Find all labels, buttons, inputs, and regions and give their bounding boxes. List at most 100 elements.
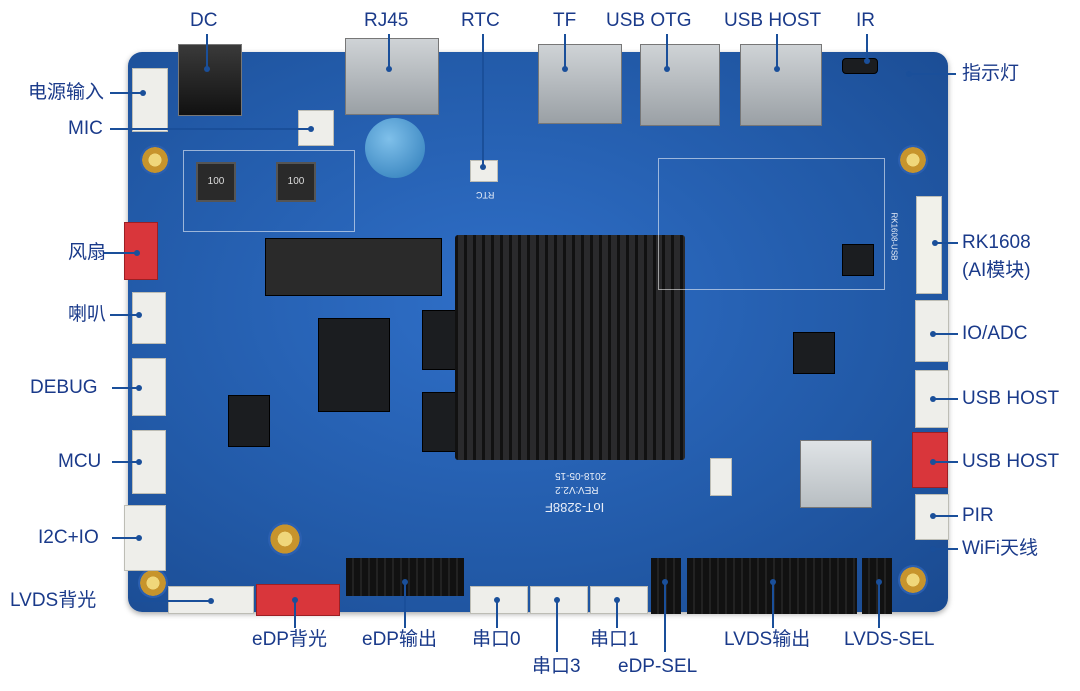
power-input-connector: [132, 68, 168, 132]
leader-rj45: [388, 34, 390, 70]
leader-dot-edp-sel: [662, 579, 668, 585]
leader-dot-debug: [136, 385, 142, 391]
leader-dc: [206, 34, 208, 70]
leader-ir: [866, 34, 868, 62]
leader-dot-lvds-out: [770, 579, 776, 585]
m2-slot: [265, 238, 442, 296]
leader-dot-edp-backlight: [292, 597, 298, 603]
leader-pir: [934, 515, 958, 517]
leader-edp-sel: [664, 582, 666, 652]
inductor-a: 100: [196, 162, 236, 202]
fan-connector: [124, 222, 158, 280]
label-io-adc: IO/ADC: [962, 323, 1028, 344]
leader-dot-ir: [864, 58, 870, 64]
mount-hole-top-right: [898, 145, 928, 175]
board-model-text: IoT-3288F: [545, 500, 605, 515]
leader-dot-dc: [204, 66, 210, 72]
rk-module-chip: [842, 244, 874, 276]
leader-rtc: [482, 34, 484, 168]
leader-power-in: [110, 92, 144, 94]
label-mic: MIC: [68, 118, 103, 139]
label-rj45: RJ45: [364, 10, 409, 31]
rtc-mark: RTC: [476, 190, 495, 200]
label-uart1: 串口1: [590, 629, 639, 650]
label-power-in: 电源输入: [28, 82, 105, 103]
mount-hole-bottom-left: [138, 568, 168, 598]
leader-mcu: [112, 461, 140, 463]
leader-dot-io-adc: [930, 331, 936, 337]
leader-debug: [112, 387, 140, 389]
leader-dot-edp-out: [402, 579, 408, 585]
rj45-port: [345, 38, 439, 115]
emmc-chip: [318, 318, 390, 412]
label-i2c-io: I2C+IO: [38, 527, 99, 548]
rtc-battery-connector: [470, 160, 498, 182]
leader-dot-mcu: [136, 459, 142, 465]
label-indicator: 指示灯: [962, 63, 1020, 84]
debug-connector: [132, 358, 166, 416]
board-date-text: 2018-05-15: [555, 470, 607, 481]
right-section-outline: [658, 158, 885, 290]
leader-dot-uart0: [494, 597, 500, 603]
rk-mark: RK1608-USB: [889, 212, 899, 261]
leader-usb-host-top: [776, 34, 778, 70]
label-rk1608-sub: (AI模块): [962, 260, 1031, 281]
power-section-outline: [183, 150, 355, 232]
leader-tf: [564, 34, 566, 70]
label-edp-backlight: eDP背光: [252, 629, 327, 650]
tf-slot: [538, 44, 622, 124]
leader-dot-fan: [134, 250, 140, 256]
leader-dot-lvds-backlight: [208, 598, 214, 604]
leader-dot-mic: [308, 126, 314, 132]
leader-uart0: [496, 600, 498, 628]
leader-io-adc: [934, 333, 958, 335]
usb-host-top-port: [740, 44, 822, 126]
leader-indicator: [910, 73, 956, 75]
board-revision-text: REV:V2.2: [555, 484, 599, 495]
label-lvds-sel: LVDS-SEL: [844, 629, 935, 650]
leader-dot-lvds-sel: [876, 579, 882, 585]
ir-receiver: [842, 58, 878, 74]
label-rk1608: RK1608: [962, 232, 1031, 253]
edp-backlight-pot: [268, 522, 302, 556]
ic-left: [228, 395, 270, 447]
mount-hole-bottom-right: [898, 565, 928, 595]
leader-mic: [110, 128, 310, 130]
leader-lvds-backlight: [132, 600, 212, 602]
leader-dot-usb-host-right1: [930, 396, 936, 402]
leader-usb-otg: [666, 34, 668, 70]
dc-jack: [178, 44, 242, 116]
leader-dot-wifi: [930, 546, 936, 552]
leader-dot-rk1608: [932, 240, 938, 246]
leader-i2c-io: [112, 537, 140, 539]
leader-dot-usb-host-right2: [930, 459, 936, 465]
speaker-connector: [132, 292, 166, 344]
label-lvds-out: LVDS输出: [724, 629, 811, 650]
mount-hole-top-left: [140, 145, 170, 175]
pmic-chip: [793, 332, 835, 374]
leader-dot-power-in: [140, 90, 146, 96]
leader-uart1: [616, 600, 618, 628]
leader-dot-usb-otg: [664, 66, 670, 72]
label-edp-out: eDP输出: [362, 629, 437, 650]
rk1608-connector: [916, 196, 942, 294]
leader-lvds-out: [772, 582, 774, 628]
leader-dot-usb-host-top: [774, 66, 780, 72]
leader-rk1608: [936, 242, 958, 244]
lvds-sel-header: [862, 558, 892, 614]
leader-edp-out: [404, 582, 406, 628]
label-uart3: 串口3: [532, 656, 581, 677]
label-mcu: MCU: [58, 451, 102, 472]
leader-usb-host-right1: [934, 398, 958, 400]
label-tf: TF: [553, 10, 577, 31]
leader-uart3: [556, 600, 558, 652]
label-usb-otg: USB OTG: [606, 10, 692, 31]
usb-otg-port: [640, 44, 720, 126]
leader-dot-uart1: [614, 597, 620, 603]
recovery-button: [710, 458, 732, 496]
inductor-b: 100: [276, 162, 316, 202]
leader-dot-indicator: [906, 71, 912, 77]
leader-dot-rj45: [386, 66, 392, 72]
leader-dot-uart3: [554, 597, 560, 603]
label-rtc: RTC: [461, 10, 500, 31]
